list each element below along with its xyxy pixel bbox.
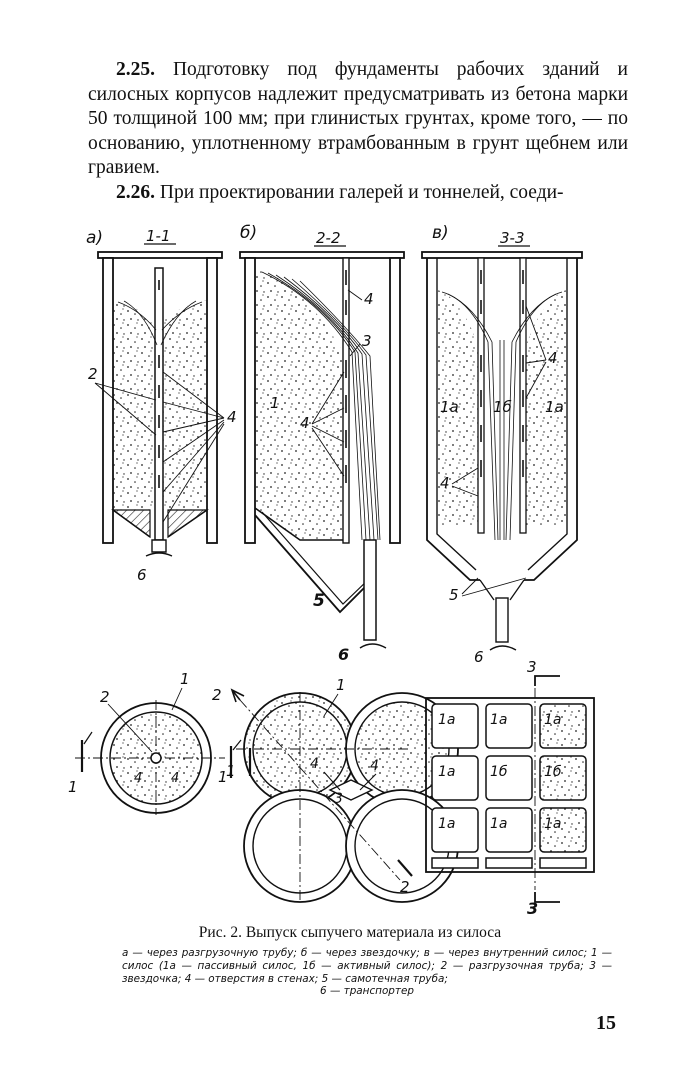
label-1: 1 <box>180 670 190 688</box>
figure-caption-title: Рис. 2. Выпуск сыпучего материала из сил… <box>198 924 502 941</box>
paragraph-2-25: 2.25. Подготовку под фундаменты рабочих … <box>88 58 628 181</box>
silo-wall-right <box>389 257 401 544</box>
label-4: 4 <box>171 771 179 786</box>
label-1a: 1а <box>440 398 459 416</box>
label-1a: 1а <box>490 712 508 728</box>
passive-silo-right <box>526 290 567 528</box>
panel-letter-v: в) <box>432 223 449 243</box>
silo-roof <box>421 251 583 259</box>
label-4: 4 <box>310 756 319 772</box>
bulk-material <box>255 268 343 540</box>
star-hopper <box>328 779 374 801</box>
label-6: 6 <box>137 566 147 584</box>
label-1b: 1б <box>490 764 508 780</box>
label-4: 4 <box>440 474 450 492</box>
label-1a: 1а <box>490 816 508 832</box>
silo-wall-left <box>102 257 114 544</box>
clause-text: Подготовку под фундаменты рабочих зданий… <box>88 59 628 178</box>
section-label-3-3: 3-3 <box>500 229 525 247</box>
label-4: 4 <box>300 414 310 432</box>
conveyor-a <box>145 552 173 557</box>
label-1b: 1б <box>544 764 562 780</box>
section-label-1-1: 1-1 <box>146 227 171 245</box>
label-1: 1 <box>270 394 280 412</box>
label-5: 5 <box>449 586 459 604</box>
silo-roof <box>239 251 405 259</box>
panel-b-discharge-star: б) 2-2 1 4 <box>239 223 405 664</box>
panel-letter-a: а) <box>86 228 103 248</box>
panel-c-inner-silo: в) 3-3 <box>421 223 583 666</box>
figure-caption-legend: а — через разгрузочную трубу; б — через … <box>122 947 612 998</box>
panel-a-discharge-tube: а) 1-1 2 4 6 <box>86 227 237 584</box>
paragraph-2-26: 2.26. При проектировании галерей и тонне… <box>88 181 628 206</box>
label-2: 2 <box>88 365 98 383</box>
label-1a: 1а <box>544 712 562 728</box>
silo-wall-left <box>244 257 256 544</box>
clause-text: При проектировании галерей и тоннелей, с… <box>155 181 564 203</box>
gravity-chute <box>254 514 373 614</box>
clause-number: 2.25. <box>116 59 155 80</box>
label-4: 4 <box>364 290 374 308</box>
flow-lines <box>261 271 381 541</box>
silo-outline <box>426 258 578 581</box>
label-1a: 1а <box>545 398 564 416</box>
conveyor-b <box>359 643 387 649</box>
label-2: 2 <box>100 688 110 706</box>
silo-roof <box>97 251 223 259</box>
label-1: 1 <box>336 676 346 694</box>
legend-last-line: 6 — транспортер <box>320 985 414 998</box>
cut-mark-1-left: 1 <box>68 778 78 796</box>
cut-mark-1-right: 1 <box>218 768 228 786</box>
label-3: 3 <box>362 332 372 350</box>
label-1a: 1а <box>544 816 562 832</box>
plan-a-round-silo: 2 1 4 4 1 1 <box>68 670 242 815</box>
outlet-tube <box>363 539 377 641</box>
page-number: 15 <box>596 1012 616 1034</box>
cut-mark-2-top: 2 <box>212 686 222 704</box>
label-1a: 1а <box>438 764 456 780</box>
cut-mark-1: 1 <box>226 762 236 780</box>
passive-silo-left <box>437 290 478 528</box>
cut-mark-2-bottom: 2 <box>400 878 410 896</box>
label-1a: 1а <box>438 712 456 728</box>
label-4: 4 <box>548 349 558 367</box>
label-4: 4 <box>227 408 237 426</box>
discharge-tube <box>154 267 164 541</box>
label-1b: 1б <box>493 398 512 416</box>
label-1a: 1а <box>438 816 456 832</box>
outlet-tube <box>495 597 509 643</box>
section-label-2-2: 2-2 <box>316 229 341 247</box>
label-4: 4 <box>134 771 142 786</box>
cut-mark-3-top: 3 <box>527 658 537 676</box>
silo-wall-right <box>206 257 218 544</box>
legend-text: а — через разгрузочную трубу; б — через … <box>122 947 612 985</box>
label-6: 6 <box>338 645 349 664</box>
label-5: 5 <box>313 591 325 611</box>
label-4: 4 <box>370 758 379 774</box>
panel-letter-b: б) <box>240 223 257 243</box>
plan-c-silo-grid: 1а 1а 1а 1а 1б 1б 1а 1а 1а 3 3 <box>425 658 595 918</box>
conveyor-c <box>489 645 517 651</box>
plan-b-silo-group: 1 4 4 3 2 2 1 <box>212 676 459 903</box>
label-3: 3 <box>334 791 343 807</box>
label-6: 6 <box>474 648 484 666</box>
clause-number: 2.26. <box>116 181 155 203</box>
body-text: 2.25. Подготовку под фундаменты рабочих … <box>88 58 628 205</box>
cut-mark-3-bottom: 3 <box>527 899 538 918</box>
